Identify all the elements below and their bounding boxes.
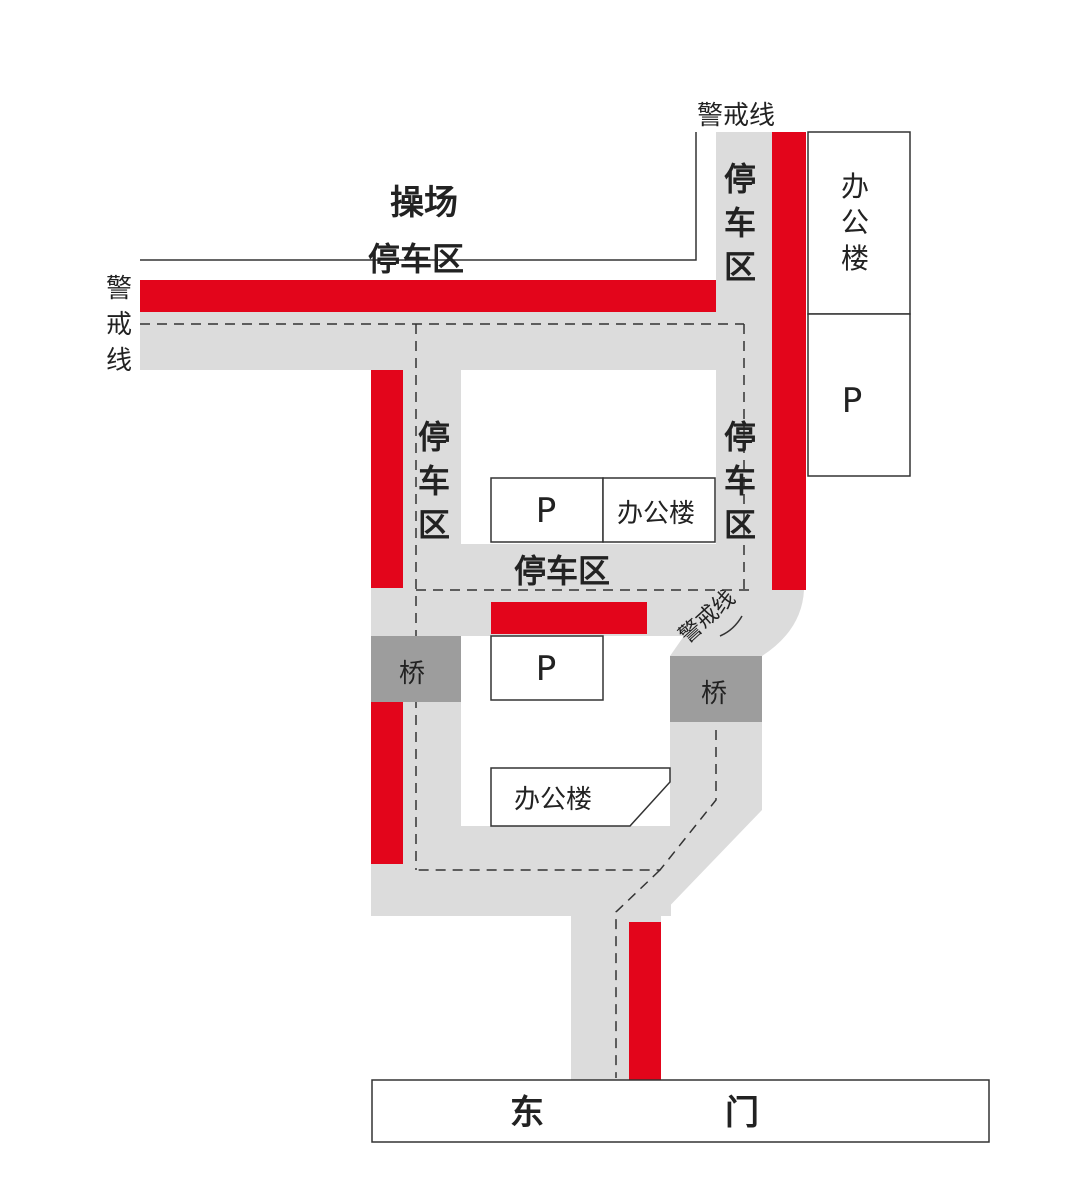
cordon-outlines <box>140 132 743 637</box>
red-bar-left-upper <box>371 370 403 588</box>
label-office-top-right-1: 办 <box>841 170 869 203</box>
parking-bars <box>140 132 806 1080</box>
bridge-right <box>670 656 762 722</box>
label-office-top-right-3: 楼 <box>841 242 869 275</box>
red-bar-center <box>491 602 647 634</box>
label-office-top-right-2: 公 <box>841 206 869 239</box>
label-parking-left-2: 车 <box>418 462 450 500</box>
red-bar-right <box>772 132 806 590</box>
red-bar-top <box>140 280 716 312</box>
bridges <box>371 636 762 722</box>
label-parking-sign-right: P <box>842 381 863 421</box>
label-parking-top: 停车区 <box>368 240 464 278</box>
label-parking-right-mid-1: 停 <box>724 418 756 456</box>
office-building-top-right <box>807 131 911 315</box>
centerline-right-lower <box>416 730 717 871</box>
label-parking-right-top-3: 区 <box>724 248 756 286</box>
cordon-line-top <box>140 132 697 261</box>
label-parking-sign-center: P <box>536 491 557 531</box>
east-gate <box>371 1079 990 1143</box>
label-bridge-right: 桥 <box>701 679 727 709</box>
parking-lot-lower <box>490 635 604 701</box>
label-parking-right-top-1: 停 <box>724 160 756 198</box>
office-building-lower <box>490 767 671 827</box>
centerline-diagonal <box>615 869 661 1078</box>
red-bar-bottom <box>629 922 661 1080</box>
bridge-left <box>371 636 461 702</box>
label-parking-sign-lower: P <box>536 649 557 689</box>
red-bar-left-lower <box>371 702 403 864</box>
label-cordon-left-1: 警 <box>106 274 132 304</box>
office-building-center <box>602 477 716 543</box>
label-office-center: 办公楼 <box>617 499 695 529</box>
label-east-gate-right: 门 <box>725 1093 759 1133</box>
cordon-line-right-curve <box>719 615 743 637</box>
label-east-gate-left: 东 <box>510 1093 544 1133</box>
label-bridge-left: 桥 <box>399 659 425 689</box>
road-centerlines <box>140 323 756 1078</box>
label-cordon-top: 警戒线 <box>697 101 775 131</box>
label-parking-left-3: 区 <box>418 506 450 544</box>
label-parking-right-mid-2: 车 <box>724 462 756 500</box>
buildings <box>371 131 990 1143</box>
label-playground: 操场 <box>390 183 458 223</box>
label-parking-right-top-2: 车 <box>724 204 756 242</box>
label-parking-left-1: 停 <box>418 418 450 456</box>
label-office-lower: 办公楼 <box>514 785 592 815</box>
label-cordon-left-2: 戒 <box>106 310 132 340</box>
parking-lot-center <box>490 477 604 543</box>
parking-lot-right <box>807 313 911 477</box>
label-parking-middle: 停车区 <box>514 552 610 590</box>
label-cordon-left-3: 线 <box>106 346 132 376</box>
label-parking-right-mid-3: 区 <box>724 506 756 544</box>
